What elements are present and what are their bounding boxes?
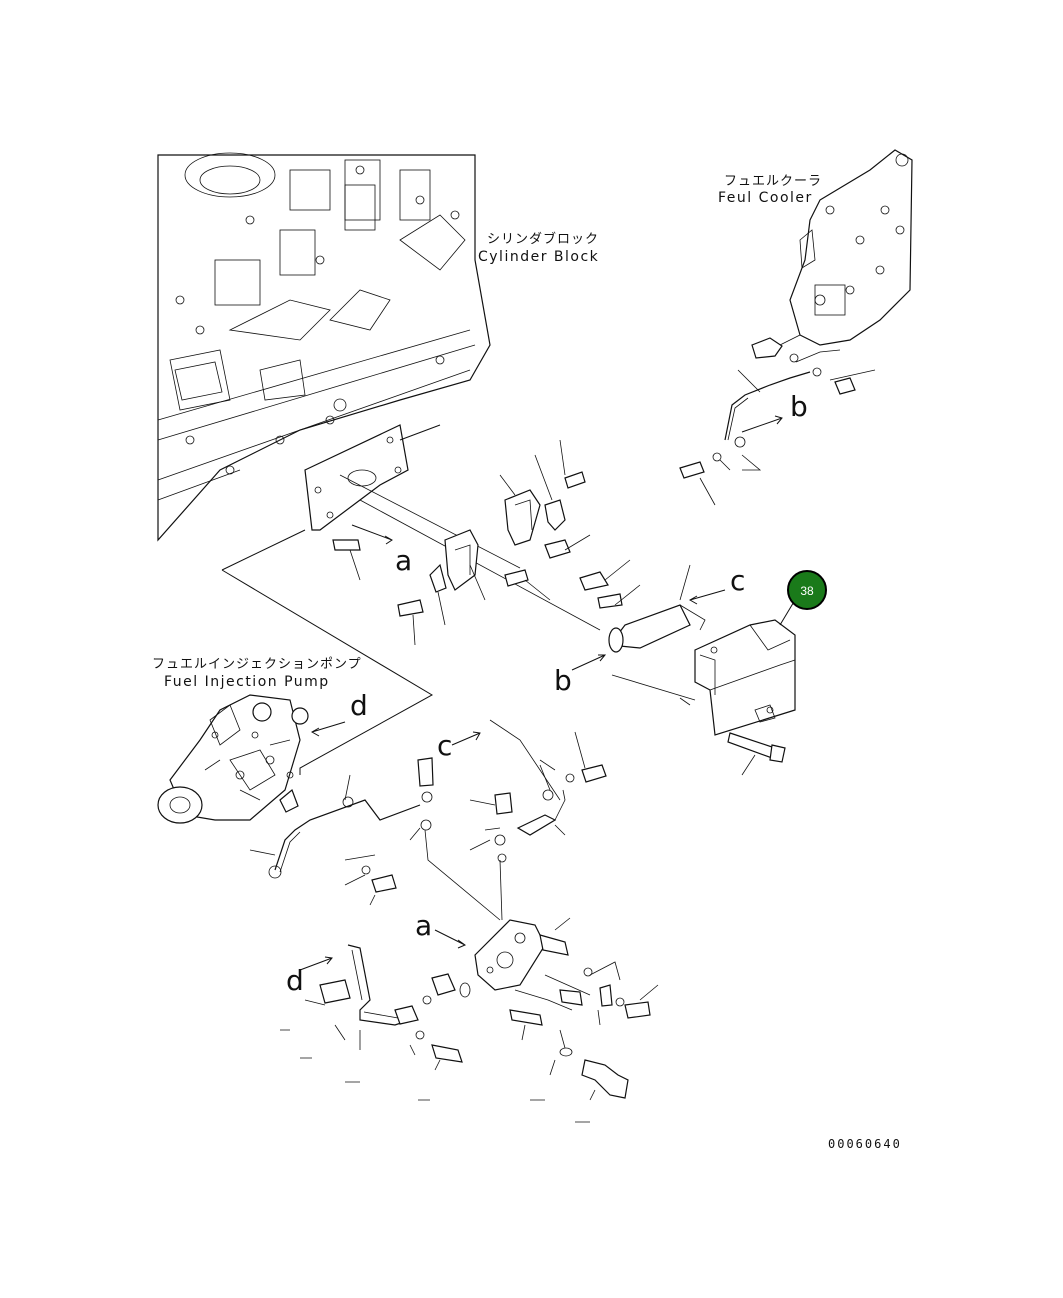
arrow-d-lower — [299, 956, 333, 971]
callout-38-circle — [787, 570, 827, 610]
leader-38 — [779, 599, 796, 626]
cylinder-block-jp-label: シリンダブロック — [487, 231, 599, 247]
ref-arrow-d-lower: d — [286, 964, 304, 997]
ref-arrow-b-lower: b — [554, 664, 572, 697]
ref-arrow-c-upper: c — [730, 564, 745, 597]
arrow-a-upper — [351, 524, 393, 545]
arrow-a-lower — [434, 929, 467, 949]
fuel-cooler-jp-label: フュエルクーラ — [724, 174, 822, 189]
leader-lines-cooler — [699, 349, 876, 506]
fuel-sensor — [579, 559, 706, 653]
callout-38: 38 — [787, 570, 827, 610]
ref-arrow-c-lower: c — [437, 729, 452, 762]
arrow-c-lower — [451, 731, 481, 746]
ref-arrow-a-lower: a — [415, 909, 432, 942]
injection-pump-jp-label: フュエルインジェクションポンプ — [152, 657, 362, 672]
ref-arrow-b-upper: b — [790, 390, 808, 423]
fuel-cooler-en-label: Feul Cooler — [718, 190, 813, 206]
pump-fuel-pipe — [249, 774, 421, 906]
arrow-d-upper — [310, 721, 346, 737]
long-bolt — [727, 732, 786, 776]
filter-head — [474, 917, 659, 1041]
ref-arrow-d-upper: d — [350, 689, 368, 722]
callout-38-number: 38 — [800, 584, 814, 598]
center-pipe-group — [409, 719, 607, 921]
fuel-cooler-hose — [679, 371, 811, 479]
cylinder-block-drawing — [157, 152, 491, 542]
cover-part-38 — [611, 619, 796, 736]
arrow-c-upper — [688, 589, 726, 605]
mounting-plate — [304, 424, 601, 631]
faint-marks — [280, 1029, 590, 1123]
bracket-lower — [429, 529, 591, 626]
connector-lines — [221, 529, 434, 775]
arrow-b-lower — [571, 654, 607, 671]
lower-left-pipe — [304, 944, 471, 1071]
injection-pump-en-label: Fuel Injection Pump — [164, 674, 330, 690]
ref-arrow-a-upper: a — [395, 544, 412, 577]
drawing-code: 00060640 — [828, 1137, 902, 1151]
bolts-plate — [332, 539, 424, 646]
elbow-fitting — [549, 1029, 629, 1101]
arrow-b-upper — [741, 415, 783, 433]
injection-pump-drawing — [157, 694, 309, 824]
cylinder-block-en-label: Cylinder Block — [478, 249, 599, 265]
leader-plate — [399, 424, 441, 441]
bracket-upper — [499, 439, 586, 546]
fuel-cooler-drawing — [751, 149, 913, 395]
